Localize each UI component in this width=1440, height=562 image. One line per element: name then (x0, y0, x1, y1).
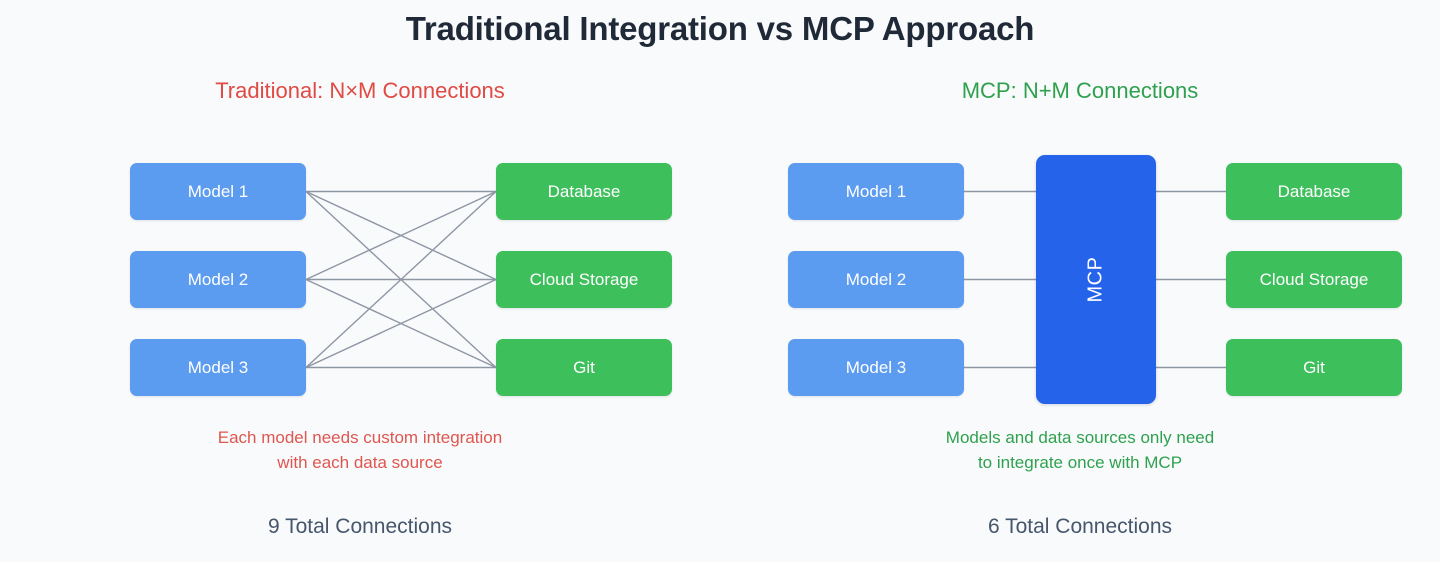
edge-model3-database (305, 190, 497, 369)
node-mcp-model-2[interactable]: Model 2 (788, 251, 964, 308)
mcp-caption-line-2: to integrate once with MCP (977, 453, 1183, 472)
traditional-connection-lines (305, 190, 497, 369)
page-title: Traditional Integration vs MCP Approach (405, 10, 1035, 47)
mcp-subtitle: MCP: N+M Connections (961, 78, 1199, 103)
node-mcp-source-cloud-storage[interactable]: Cloud Storage (1226, 251, 1402, 308)
node-mcp-model-1[interactable]: Model 1 (788, 163, 964, 220)
node-mcp-model-3[interactable]: Model 3 (788, 339, 964, 396)
node-model-2[interactable]: Model 2 (130, 251, 306, 308)
traditional-caption-line-1: Each model needs custom integration (217, 428, 503, 447)
edge-model3-cloud-storage (305, 278, 497, 369)
node-source-cloud-storage[interactable]: Cloud Storage (496, 251, 672, 308)
edge-model2-database (305, 190, 497, 281)
node-source-database[interactable]: Database (496, 163, 672, 220)
node-model-1[interactable]: Model 1 (130, 163, 306, 220)
traditional-subtitle: Traditional: N×M Connections (215, 78, 505, 103)
traditional-total-connections: 9 Total Connections (267, 515, 453, 538)
node-source-git[interactable]: Git (496, 339, 672, 396)
node-mcp-source-git[interactable]: Git (1226, 339, 1402, 396)
traditional-diagram: Model 1 Model 2 Model 3 Database Cloud S… (0, 155, 720, 405)
mcp-diagram: Model 1 Model 2 Model 3 MCP Database Clo… (720, 155, 1440, 405)
mcp-panel: MCP: N+M Connections Model 1 Model 2 Mod… (720, 70, 1440, 550)
node-model-3[interactable]: Model 3 (130, 339, 306, 396)
traditional-caption: Each model needs custom integration with… (0, 425, 720, 475)
mcp-connection-lines (964, 190, 1228, 369)
node-mcp-source-database[interactable]: Database (1226, 163, 1402, 220)
mcp-caption: Models and data sources only need to int… (720, 425, 1440, 475)
mcp-caption-line-1: Models and data sources only need (945, 428, 1215, 447)
node-mcp-hub[interactable]: MCP (1036, 155, 1156, 404)
mcp-total-connections: 6 Total Connections (987, 515, 1173, 538)
traditional-panel: Traditional: N×M Connections (0, 70, 720, 550)
traditional-caption-line-2: with each data source (277, 453, 443, 472)
mcp-hub-label: MCP (1084, 256, 1107, 303)
